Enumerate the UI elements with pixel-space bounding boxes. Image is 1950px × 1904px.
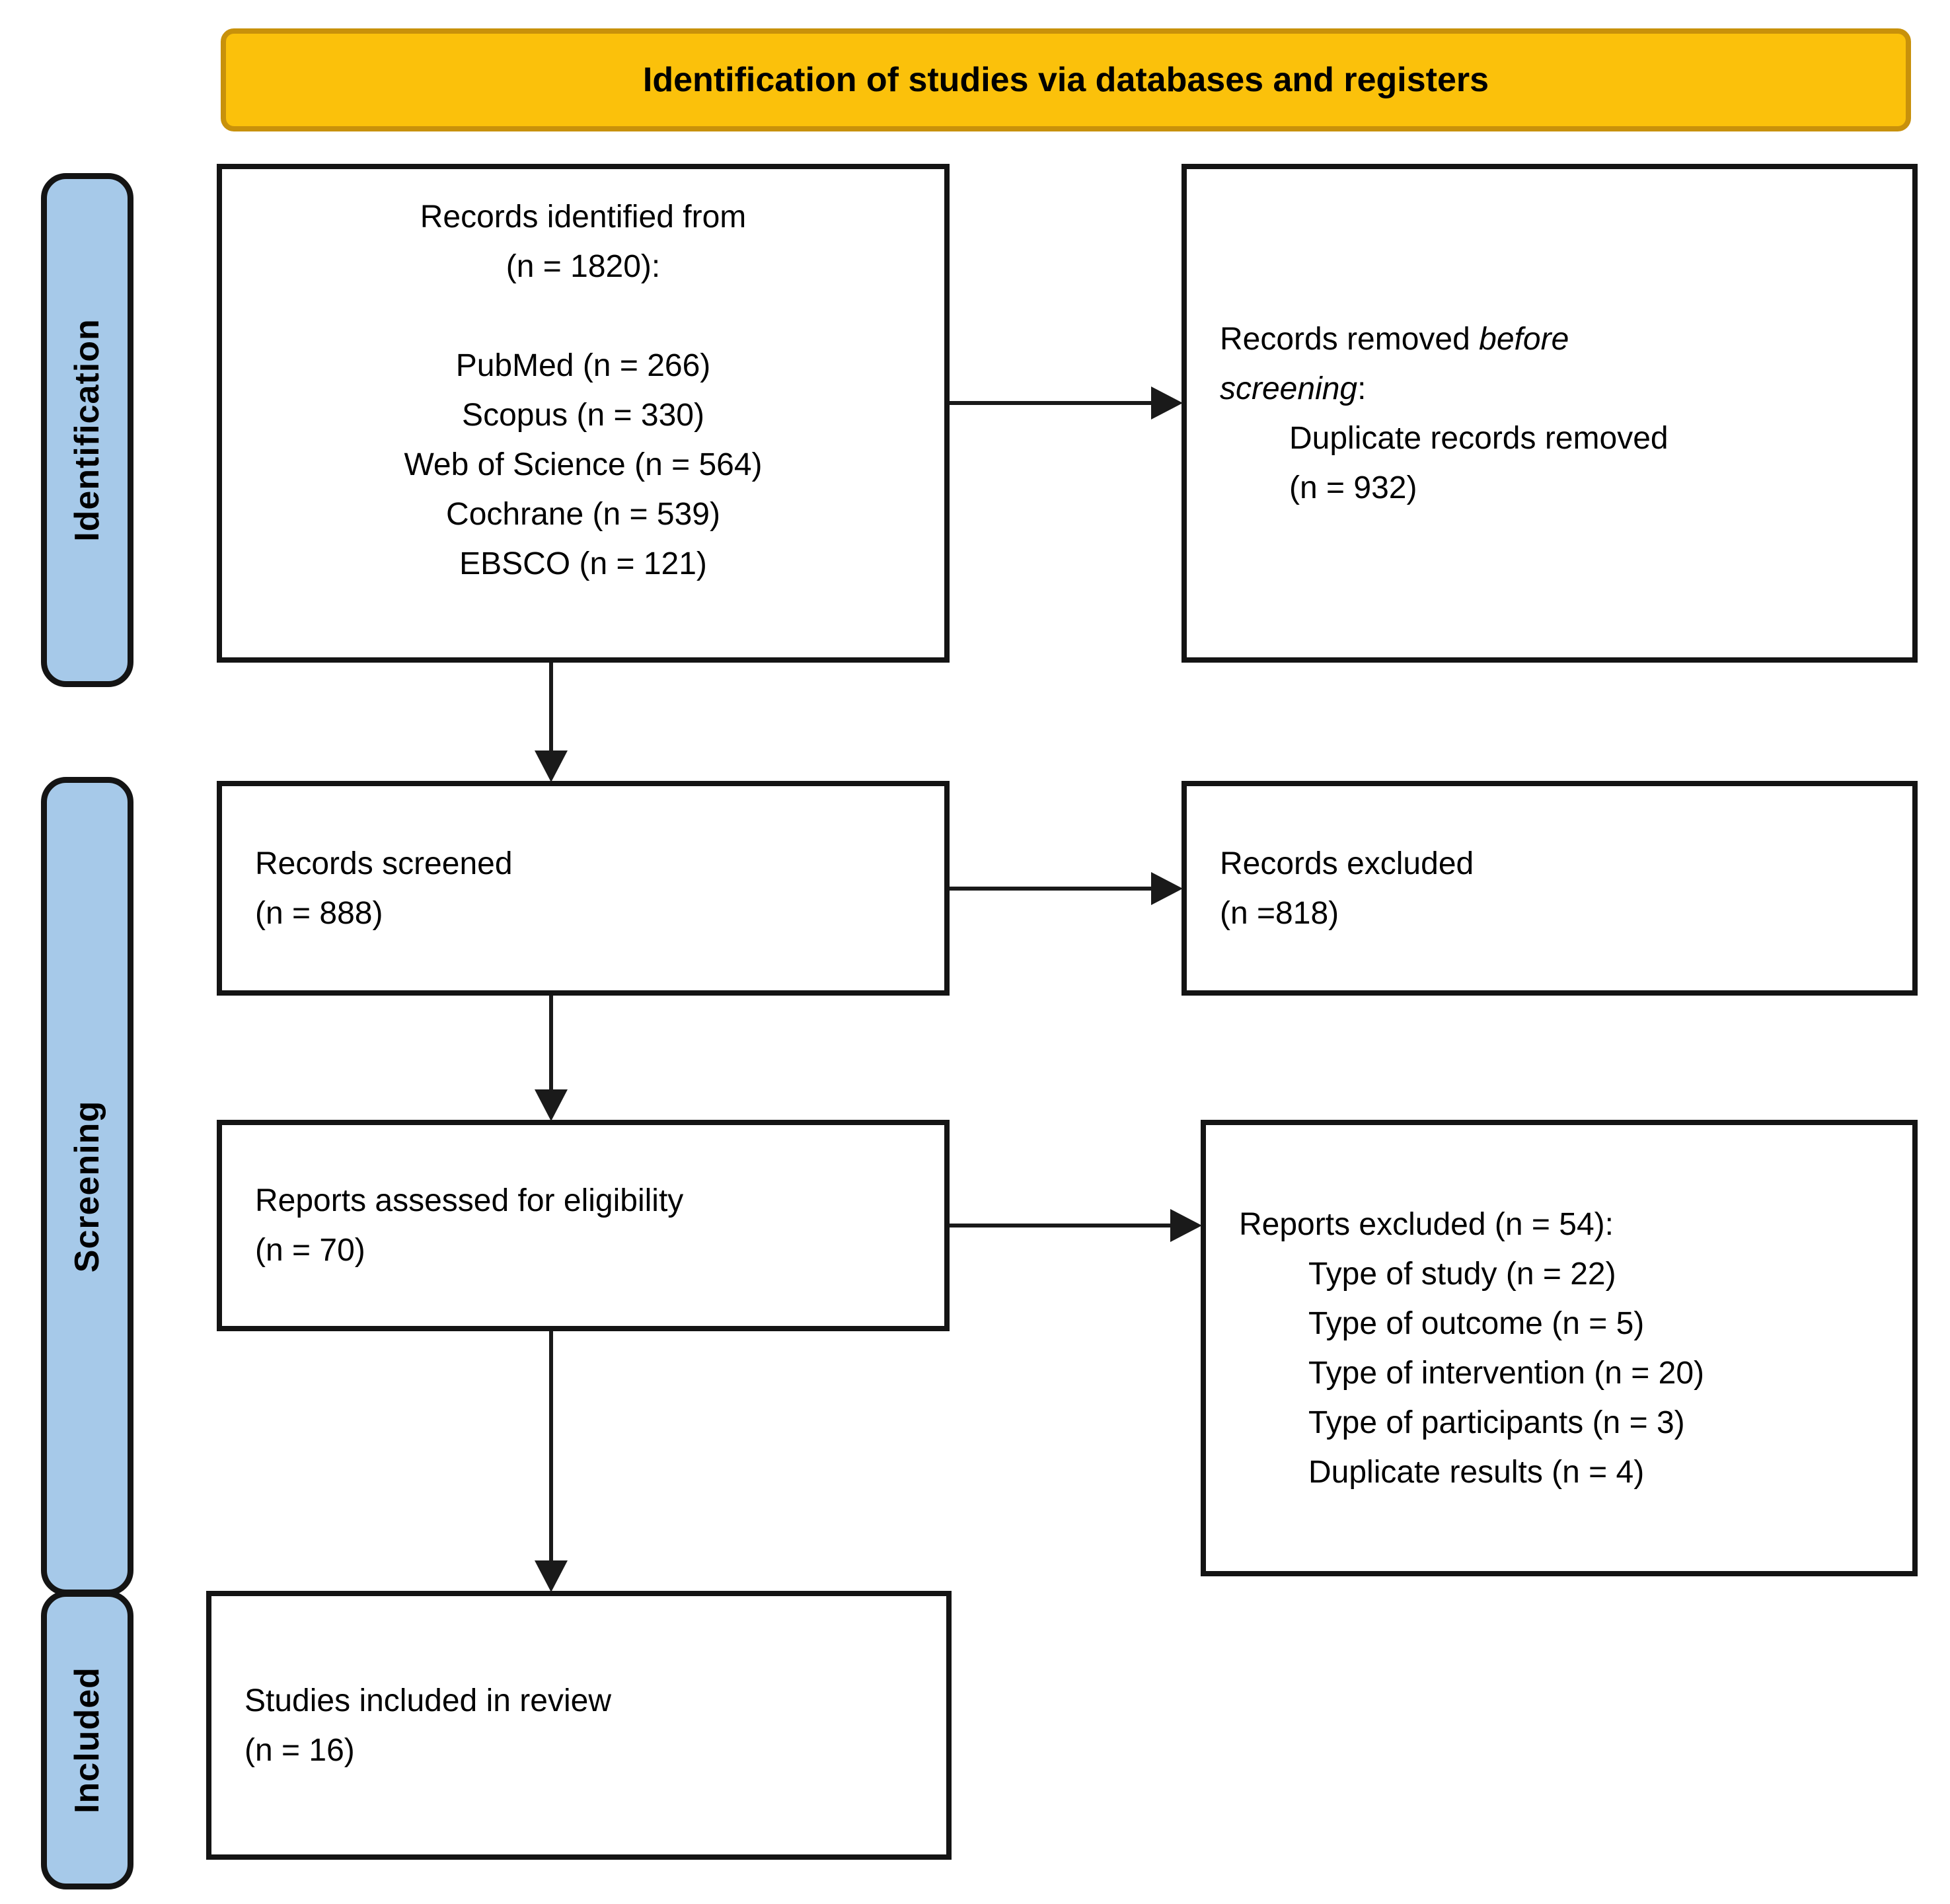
source-pubmed: PubMed (n = 266) [455,348,711,383]
studies-included-line2: (n = 16) [244,1732,355,1768]
exclusion-reason-type-of-intervention: Type of intervention (n = 20) [1308,1355,1705,1391]
records-removed-lead-italic: before [1479,321,1569,357]
source-cochrane: Cochrane (n = 539) [446,497,720,532]
exclusion-reason-type-of-study: Type of study (n = 22) [1308,1256,1616,1292]
box-studies-included: Studies included in review (n = 16) [206,1591,952,1860]
box-records-screened: Records screened (n = 888) [217,781,950,996]
records-screened-line2: (n = 888) [255,895,383,931]
records-screened-line1: Records screened [255,846,513,881]
source-ebsco: EBSCO (n = 121) [459,546,707,581]
stage-label-identification-text: Identification [68,318,106,542]
exclusion-reason-type-of-outcome: Type of outcome (n = 5) [1308,1305,1645,1341]
arrow-identified-to-removed [950,386,1183,420]
records-removed-screening-italic: screening [1220,371,1358,406]
spacer [255,291,911,341]
reports-assessed-line2: (n = 70) [255,1233,365,1268]
reports-excluded-heading: Reports excluded (n = 54): [1239,1206,1614,1242]
title-banner: Identification of studies via databases … [221,28,1911,131]
records-excluded-line2: (n =818) [1220,895,1339,931]
stage-label-included: Included [41,1591,133,1889]
exclusion-reason-type-of-participants: Type of participants (n = 3) [1308,1405,1685,1440]
box-records-excluded: Records excluded (n =818) [1181,781,1918,996]
box-reports-assessed: Reports assessed for eligibility (n = 70… [217,1120,950,1331]
diagram-title: Identification of studies via databases … [642,61,1489,99]
records-removed-colon: : [1357,371,1367,406]
stage-label-screening-text: Screening [68,1100,107,1272]
box-records-removed: Records removed before screening: Duplic… [1181,164,1918,663]
records-removed-lead: Records removed [1220,321,1480,357]
arrow-assessed-to-included [535,1331,568,1592]
stage-label-identification: Identification [41,173,133,687]
exclusion-reason-duplicate-results: Duplicate results (n = 4) [1308,1454,1645,1490]
records-removed-line1: Records removed before [1220,314,1879,364]
arrow-identified-to-screened [535,663,568,782]
duplicate-records-removed-n: (n = 932) [1289,470,1417,505]
duplicate-records-removed: Duplicate records removed [1289,420,1669,456]
records-excluded-line1: Records excluded [1220,846,1474,881]
source-scopus: Scopus (n = 330) [462,398,704,433]
stage-label-screening: Screening [41,777,133,1595]
records-identified-line2: (n = 1820): [506,249,661,284]
arrow-assessed-to-reports-excluded [950,1209,1202,1242]
box-records-identified: Records identified from (n = 1820): PubM… [217,164,950,663]
records-identified-line1: Records identified from [420,200,747,235]
arrow-screened-to-excluded [950,872,1183,905]
arrow-screened-to-assessed [535,996,568,1121]
records-removed-line2: screening: [1220,364,1879,414]
studies-included-line1: Studies included in review [244,1683,611,1718]
source-web-of-science: Web of Science (n = 564) [404,447,763,482]
box-reports-excluded: Reports excluded (n = 54): Type of study… [1201,1120,1918,1576]
stage-label-included-text: Included [68,1667,107,1813]
reports-assessed-line1: Reports assessed for eligibility [255,1183,684,1218]
